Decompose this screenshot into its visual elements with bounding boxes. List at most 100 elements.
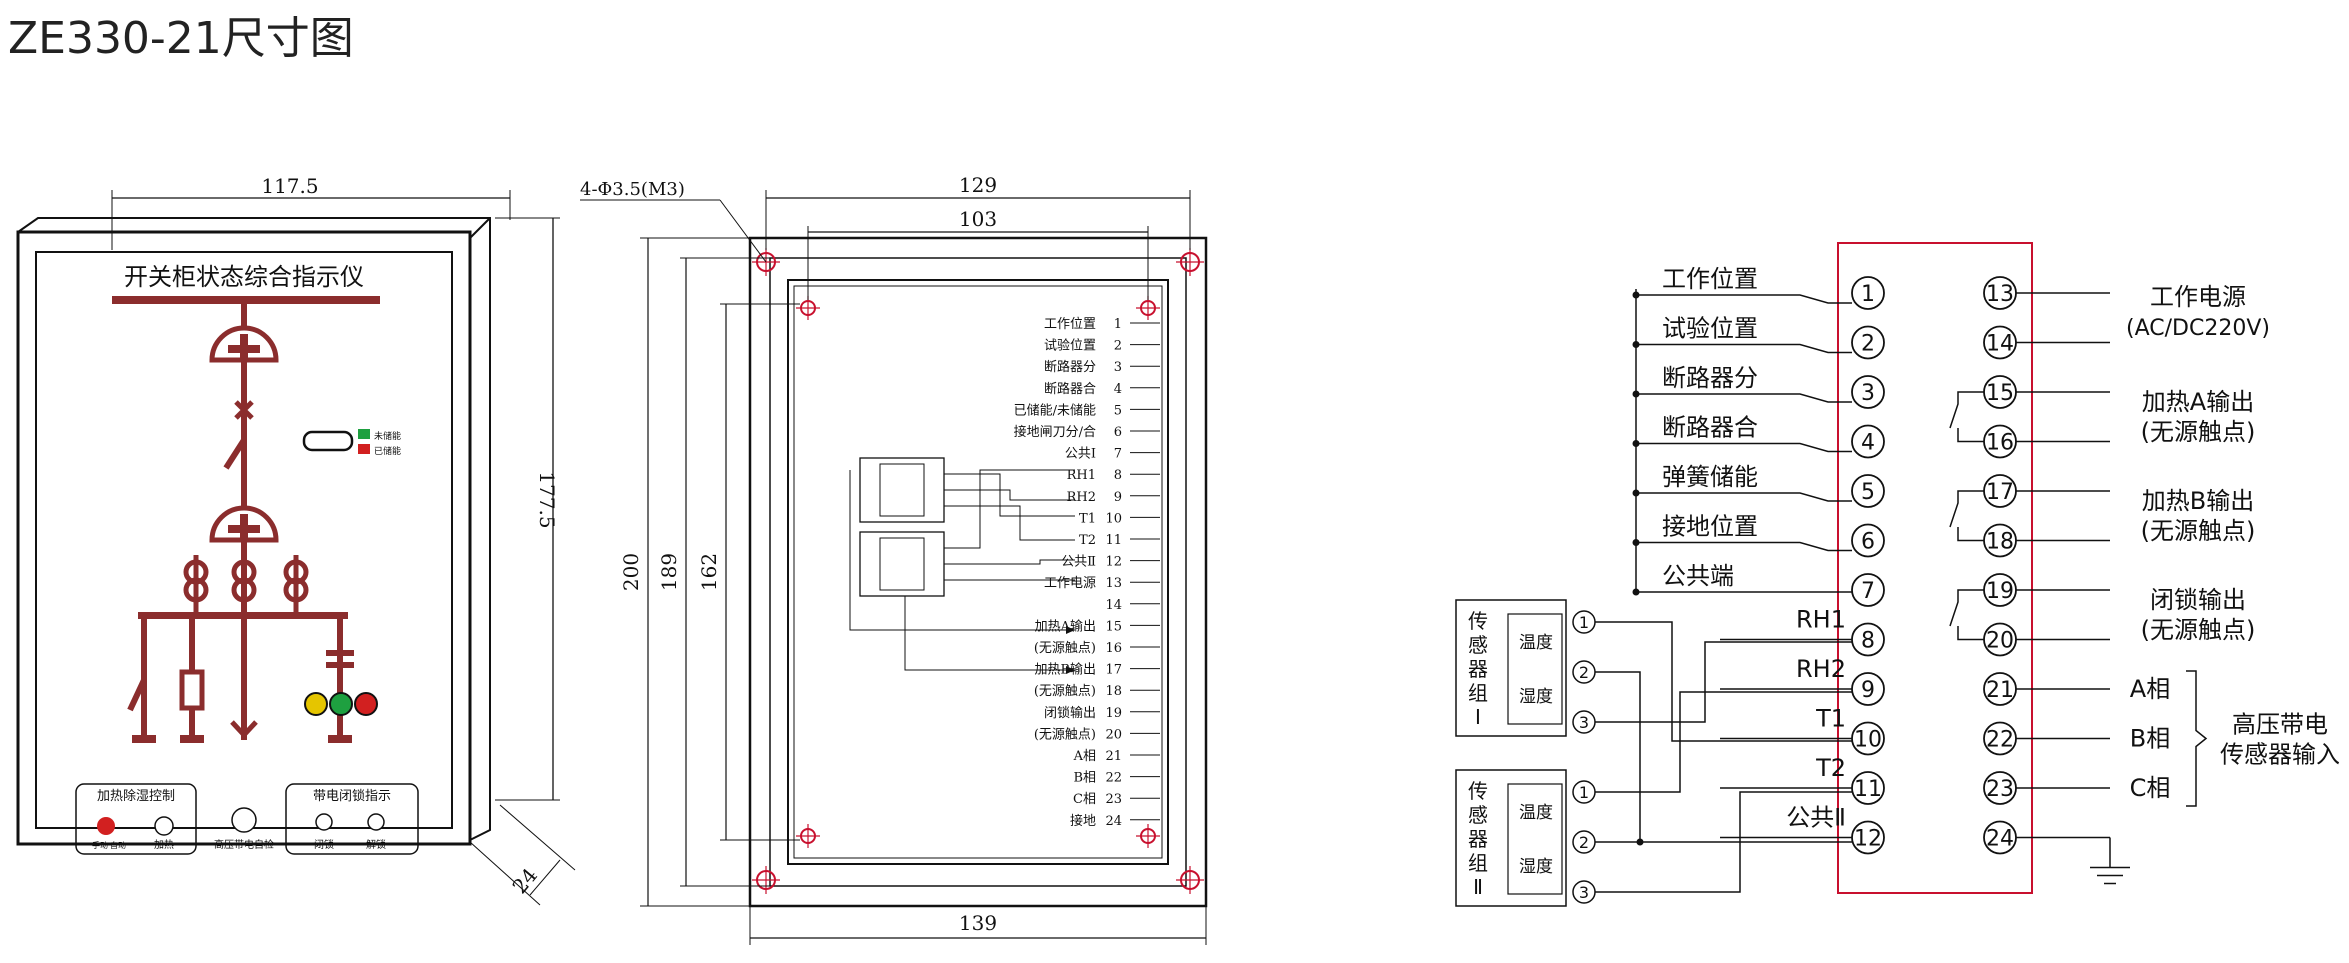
wiring-left-terminal [1851, 573, 1885, 607]
wiring-left-num: 5 [1861, 480, 1875, 505]
back-terminal-label: 试验位置 [1044, 338, 1096, 354]
back-terminal-label: 公共Ⅱ [1061, 555, 1096, 570]
wiring-left-label: 试验位置 [1662, 315, 1758, 343]
back-terminal-num: 23 [1105, 792, 1122, 807]
front-height-dim: 177.5 [535, 471, 559, 528]
back-terminal-label: B相 [1073, 771, 1096, 786]
wiring-left-terminal [1851, 276, 1885, 310]
back-terminal-label: A相 [1073, 749, 1096, 764]
wiring-mid-label: T2 [1815, 754, 1846, 782]
wiring-passive-label: (无源触点) [2141, 418, 2256, 446]
sensor-inner-box [1507, 783, 1563, 895]
sensor-terminal-num: 2 [1579, 663, 1589, 682]
back-terminal-label: (无源触点) [1034, 641, 1096, 656]
wiring-left-terminal [1851, 474, 1885, 508]
wiring-right-num: 20 [1986, 629, 2014, 654]
wiring-mid-label: 公共Ⅱ [1786, 804, 1846, 832]
back-terminal-label: 公共Ⅰ [1065, 447, 1096, 462]
heat-manual: 手动 [92, 840, 108, 850]
sensor-wire [1595, 791, 1852, 893]
wiring-left-num: 1 [1861, 282, 1875, 307]
wiring-extras: 工作位置试验位置断路器分断路器合弹簧储能接地位置公共端RH1RH2T1T2公共Ⅱ… [1455, 265, 2340, 907]
sensor-inner-box [1507, 613, 1563, 725]
heat-label: 加热 [154, 838, 174, 851]
page-title: ZE330-21尺寸图 [8, 13, 354, 64]
back-terminal-label: C相 [1073, 792, 1096, 807]
back-terminal-label: 加热A输出 [1035, 618, 1096, 634]
dim-189: 189 [657, 553, 681, 591]
sensor-hum-label: 湿度 [1519, 857, 1553, 877]
self-check-button[interactable] [231, 807, 257, 833]
dim-162: 162 [697, 553, 721, 591]
back-terminal-label: 接地闸刀分/合 [1014, 424, 1096, 440]
wiring-contact [1949, 490, 1984, 542]
wiring-phase-label: A相 [2130, 675, 2170, 703]
back-terminal-label: RH2 [1067, 490, 1096, 505]
back-terminal-label: 工作电源 [1044, 576, 1096, 591]
mount-holes [756, 252, 1200, 890]
wiring-left-terminal [1851, 424, 1885, 459]
wiring-right-num: 22 [1986, 728, 2014, 753]
wiring-left-label: 工作位置 [1662, 265, 1758, 293]
sensor-terminal-num: 1 [1579, 783, 1589, 802]
wiring-phase-label: B相 [2130, 725, 2170, 753]
wiring-right-num: 17 [1986, 480, 2014, 505]
sensor-group-char: Ⅱ [1473, 875, 1483, 899]
wiring-right-num: 24 [1986, 827, 2014, 852]
sensor-wire [1595, 691, 1852, 793]
back-terminal-label: 断路器分 [1044, 359, 1096, 375]
wiring-left-leader [1662, 393, 1852, 403]
back-terminal-num: 4 [1114, 382, 1122, 397]
back-terminal-label: 断路器合 [1044, 381, 1096, 397]
lock-box-title: 带电闭锁指示 [313, 788, 391, 804]
back-terminal-num: 9 [1114, 490, 1122, 505]
wiring-left-leader [1662, 343, 1852, 354]
panel-title: 开关柜状态综合指示仪 [124, 263, 364, 291]
sensor-group-char: 感 [1468, 803, 1488, 827]
back-terminal-num: 19 [1105, 706, 1122, 721]
wiring-left-num: 8 [1861, 629, 1875, 654]
sensor-group-char: 传 [1468, 779, 1488, 803]
back-terminal-label: T1 [1079, 511, 1096, 526]
wiring-left-terminal [1851, 375, 1885, 409]
self-check-label: 高压带电自检 [214, 838, 274, 851]
sensor-wire [1595, 641, 1852, 723]
front-depth-dim: 24 [507, 863, 542, 898]
wiring-right-num: 18 [1986, 530, 2014, 555]
wiring-left-num: 2 [1861, 332, 1875, 357]
wiring-mid-label: RH1 [1796, 606, 1846, 634]
wiring-left-leader [1662, 294, 1852, 304]
heat-knob[interactable] [97, 817, 115, 835]
back-terminal-num: 24 [1105, 814, 1122, 829]
wiring-hv-label: 高压带电 [2232, 711, 2328, 739]
hole-note: 4-Φ3.5(M3) [580, 179, 685, 200]
wiring-left-label: 接地位置 [1662, 513, 1758, 541]
wiring-left-terminal [1851, 325, 1885, 360]
wiring-left-label: 公共端 [1662, 562, 1734, 590]
sensor-group-box [1455, 599, 1567, 737]
dim-129: 129 [959, 173, 997, 197]
back-terminal-label: 接地 [1070, 813, 1096, 829]
wiring-right-num: 19 [1986, 579, 2014, 604]
back-terminal-label: T2 [1079, 533, 1096, 548]
wiring-junction [1636, 838, 1644, 846]
wiring-left-label: 断路器分 [1662, 364, 1758, 392]
back-terminal-num: 13 [1105, 576, 1122, 591]
front-view: 117.5 177.5 24 开关柜状态综合指示仪 [16, 174, 576, 906]
wiring-phase-brace [2186, 670, 2208, 807]
back-terminal-label: (无源触点) [1034, 684, 1096, 699]
back-terminal-num: 15 [1105, 619, 1122, 634]
sensor-group-char: 器 [1468, 657, 1488, 681]
sensor-group-box [1455, 769, 1567, 907]
wiring-output-label: 加热A输出 [2142, 388, 2254, 416]
back-terminal-num: 10 [1105, 511, 1122, 526]
wiring-contact [1949, 589, 1984, 641]
wiring-output-label: 加热B输出 [2142, 487, 2254, 515]
dim-200: 200 [619, 553, 643, 591]
sensor-temp-label: 温度 [1519, 803, 1553, 823]
back-terminal-label: RH1 [1067, 468, 1096, 483]
